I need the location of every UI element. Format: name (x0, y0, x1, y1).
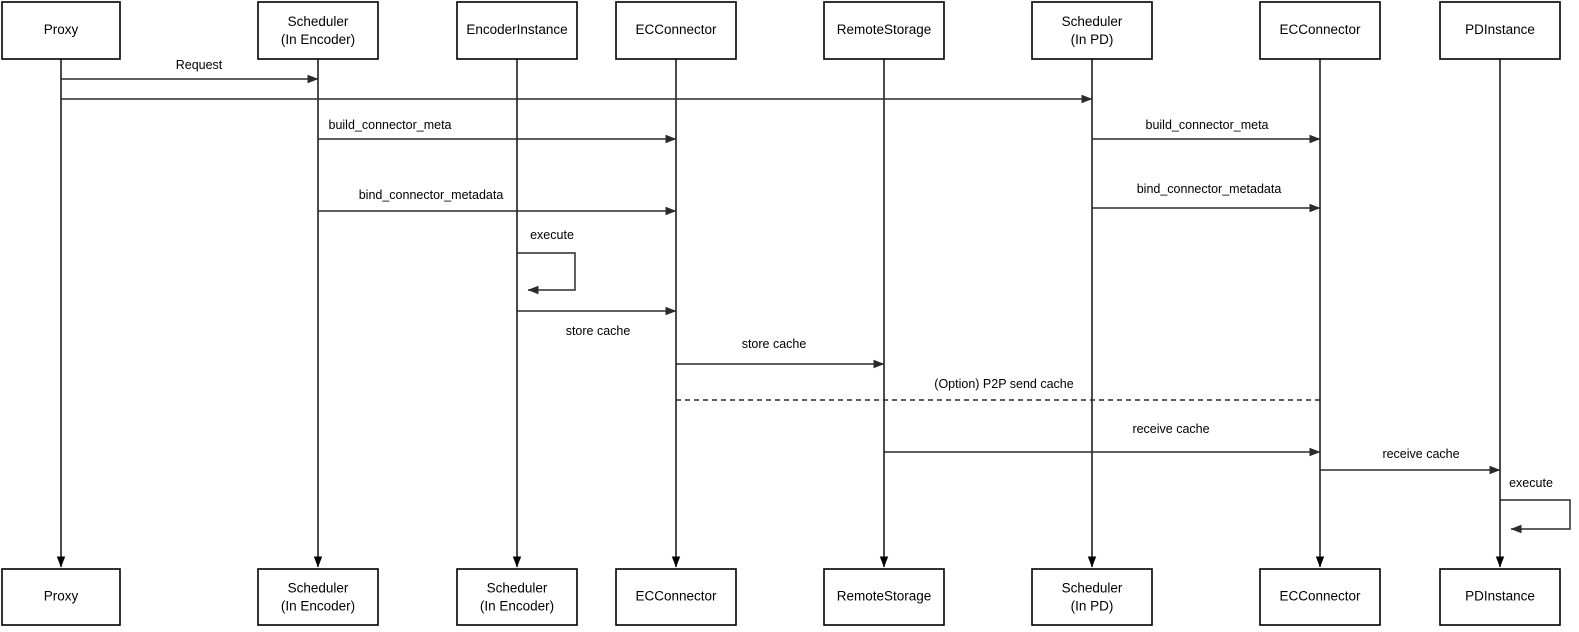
participant-box[interactable] (456, 1, 578, 60)
bottom-participant-boxes: Proxy Scheduler (In Encoder) Scheduler (In E… (1, 568, 1561, 626)
self-message-arrow[interactable] (517, 252, 576, 295)
participant-label: PDInstance (1465, 589, 1535, 604)
message-m6[interactable]: bind_connector_metadata (1092, 182, 1321, 213)
message-label: (Option) P2P send cache (934, 377, 1073, 391)
participant-label: ECConnector (1279, 589, 1361, 604)
message-m8[interactable]: store cache (676, 337, 885, 369)
message-label: receive cache (1382, 447, 1459, 461)
participant-label-line1: Scheduler (1062, 14, 1123, 29)
message-label: store cache (742, 337, 807, 351)
participant-top-proxy[interactable]: Proxy (1, 1, 121, 60)
message-label: receive cache (1132, 422, 1209, 436)
participant-box[interactable] (1439, 1, 1561, 60)
message-label: build_connector_meta (1146, 118, 1269, 132)
participant-label-line2: (In PD) (1071, 599, 1114, 614)
participant-label-line2: (In Encoder) (281, 599, 355, 614)
message-label: Request (176, 58, 223, 72)
participant-label: RemoteStorage (837, 589, 932, 604)
participant-box[interactable] (615, 568, 737, 626)
participant-label: ECConnector (635, 589, 717, 604)
message-m10[interactable]: receive cache (884, 422, 1321, 457)
self-messages-group: execute execute (517, 228, 1571, 534)
participant-label: Proxy (44, 22, 79, 37)
message-m3[interactable]: build_connector_meta (318, 118, 677, 144)
participant-top-remote-store[interactable]: RemoteStorage (823, 1, 945, 60)
message-label: bind_connector_metadata (1137, 182, 1282, 196)
participant-label-line2: (In PD) (1071, 32, 1114, 47)
participant-label-line2: (In Encoder) (480, 599, 554, 614)
participant-top-sched-enc[interactable]: Scheduler (In Encoder) (257, 1, 379, 60)
participant-box[interactable] (615, 1, 737, 60)
participant-label: EncoderInstance (466, 22, 567, 37)
message-m9[interactable]: (Option) P2P send cache (676, 377, 1320, 401)
participant-bottom-ec-conn-enc[interactable]: ECConnector (615, 568, 737, 626)
participant-top-ec-conn-enc[interactable]: ECConnector (615, 1, 737, 60)
participant-bottom-sched-enc[interactable]: Scheduler (In Encoder) (257, 568, 379, 626)
participant-label: PDInstance (1465, 22, 1535, 37)
message-label: build_connector_meta (329, 118, 452, 132)
message-label: bind_connector_metadata (359, 188, 504, 202)
message-m11[interactable]: receive cache (1320, 447, 1501, 475)
self-message-s1[interactable]: execute (517, 228, 576, 295)
participant-top-sched-pd[interactable]: Scheduler (In PD) (1031, 1, 1153, 60)
messages-group: Request build_connector_meta build_connect… (61, 58, 1501, 475)
message-label: store cache (566, 324, 631, 338)
message-m4[interactable]: build_connector_meta (1092, 118, 1321, 144)
participant-label-line1: Scheduler (288, 14, 349, 29)
participant-label-line2: (In Encoder) (281, 32, 355, 47)
lifelines-group (56, 59, 1505, 568)
participant-bottom-proxy[interactable]: Proxy (1, 568, 121, 626)
participant-box[interactable] (1259, 568, 1381, 626)
participant-top-ec-conn-pd[interactable]: ECConnector (1259, 1, 1381, 60)
message-m1[interactable]: Request (61, 58, 319, 84)
self-message-label: execute (530, 228, 574, 242)
participant-label-line1: Scheduler (288, 581, 349, 596)
participant-box[interactable] (257, 568, 379, 626)
participant-bottom-encoder-inst[interactable]: Scheduler (In Encoder) (456, 568, 578, 626)
participant-bottom-pd-inst[interactable]: PDInstance (1439, 568, 1561, 626)
message-m5[interactable]: bind_connector_metadata (318, 188, 677, 216)
participant-box[interactable] (1, 1, 121, 60)
participant-label-line1: Scheduler (487, 581, 548, 596)
participant-top-pd-inst[interactable]: PDInstance (1439, 1, 1561, 60)
participant-box[interactable] (1439, 568, 1561, 626)
self-message-s2[interactable]: execute (1500, 476, 1571, 534)
top-participant-boxes: Proxy Scheduler (In Encoder) EncoderInstanc… (1, 1, 1561, 60)
participant-bottom-ec-conn-pd[interactable]: ECConnector (1259, 568, 1381, 626)
participant-top-encoder-inst[interactable]: EncoderInstance (456, 1, 578, 60)
participant-label: RemoteStorage (837, 22, 932, 37)
participant-box[interactable] (1259, 1, 1381, 60)
participant-bottom-sched-pd[interactable]: Scheduler (In PD) (1031, 568, 1153, 626)
participant-box[interactable] (823, 1, 945, 60)
participant-box[interactable] (257, 1, 379, 60)
participant-box[interactable] (1031, 1, 1153, 60)
participant-label: Proxy (44, 589, 79, 604)
participant-box[interactable] (456, 568, 578, 626)
self-message-label: execute (1509, 476, 1553, 490)
participant-label: ECConnector (635, 22, 717, 37)
participant-box[interactable] (1, 568, 121, 626)
participant-box[interactable] (1031, 568, 1153, 626)
participant-label: ECConnector (1279, 22, 1361, 37)
participant-label-line1: Scheduler (1062, 581, 1123, 596)
participant-bottom-remote-store[interactable]: RemoteStorage (823, 568, 945, 626)
message-m7[interactable]: store cache (517, 306, 677, 338)
participant-box[interactable] (823, 568, 945, 626)
self-message-arrow[interactable] (1500, 499, 1571, 534)
